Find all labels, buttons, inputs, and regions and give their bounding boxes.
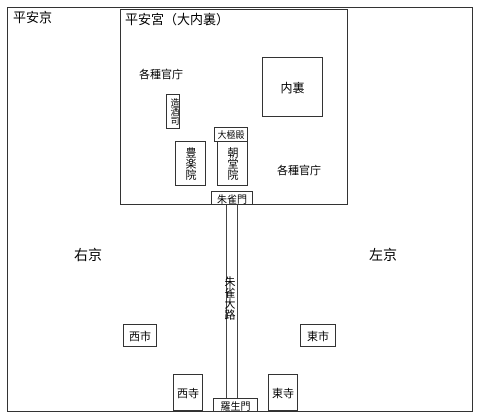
sakyo-label: 左京 [369, 248, 397, 264]
heiankyo-label: 平安京 [13, 11, 53, 26]
kakushu-kancho-label-2: 各種官庁 [277, 164, 321, 177]
suzaku-oji-label: 朱雀大路 [223, 276, 236, 320]
toji-box: 東寺 [268, 374, 298, 411]
kakushu-kancho-label-1: 各種官庁 [139, 68, 183, 81]
toji-label: 東寺 [272, 386, 294, 400]
rashomon-box: 羅生門 [213, 398, 258, 413]
burakuin-box: 豊楽院 [175, 141, 206, 186]
saiji-box: 西寺 [173, 374, 203, 411]
zoshoshi-box: 造酒司 [166, 94, 180, 129]
chodoin-label: 朝堂院 [226, 147, 239, 180]
toichi-label: 東市 [307, 329, 329, 343]
suzakumon-label: 朱雀門 [217, 194, 247, 206]
suzakumon-box: 朱雀門 [211, 191, 253, 206]
daigokuden-label: 大極殿 [217, 131, 245, 141]
ukyo-label: 右京 [74, 248, 102, 264]
saiji-label: 西寺 [177, 386, 199, 400]
daigokuden-box: 大極殿 [214, 127, 248, 142]
chodoin-box: 朝堂院 [217, 141, 248, 186]
heiankyu-label: 平安宮（大内裏） [125, 13, 230, 28]
burakuin-label: 豊楽院 [184, 147, 197, 180]
dairi-box: 内裏 [262, 57, 323, 117]
saiichi-box: 西市 [123, 324, 157, 347]
zoshoshi-label: 造酒司 [168, 98, 179, 125]
dairi-label: 内裏 [280, 80, 305, 95]
rashomon-label: 羅生門 [220, 401, 251, 413]
toichi-box: 東市 [300, 324, 336, 347]
saiichi-label: 西市 [129, 329, 151, 343]
